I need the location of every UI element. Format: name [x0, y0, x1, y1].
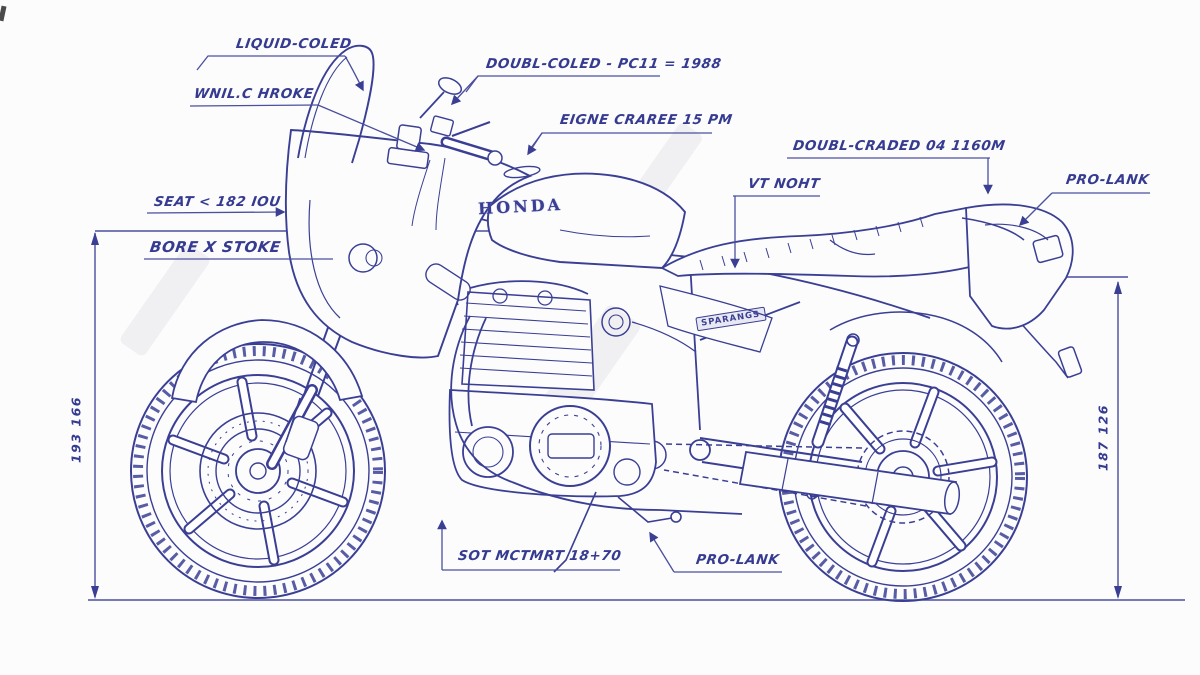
turn-signal [348, 243, 378, 273]
dimension-right: 187 126 [1095, 403, 1111, 472]
windscreen [297, 44, 375, 164]
fuel-tank [487, 165, 687, 269]
seat-stitching [699, 216, 924, 271]
grab-rail [961, 217, 1025, 241]
cables [411, 159, 431, 227]
front-fender [170, 319, 364, 443]
fairing [284, 129, 533, 359]
rear-fender [829, 299, 1083, 379]
side-panel [659, 285, 773, 353]
front-tire-tread [133, 346, 383, 596]
label-seat: SEAT < 182 IOU [152, 194, 282, 210]
label-liquid-cooled: LIQUID-COLED [234, 36, 353, 52]
alternator-cover [462, 426, 514, 478]
cam-cover [469, 280, 589, 295]
shock-spring-coils [818, 366, 848, 430]
brake-lever [451, 121, 491, 137]
oil-filter [613, 458, 641, 486]
rear-tire-tread [781, 355, 1025, 599]
label-pro-lank-bottom: PRO-LANK [694, 552, 781, 568]
callout-lines [144, 55, 1150, 573]
label-sot-mctmrt: SOT MCTMRT 18+70 [456, 548, 623, 564]
rear-shock [811, 333, 860, 449]
label-doubl-coled: DOUBL-COLED - PC11 = 1988 [484, 56, 723, 72]
label-wnil-hroke: WNIL.C HROKE [192, 86, 315, 102]
engine [448, 280, 657, 498]
fairing-vent [425, 263, 471, 301]
grip-end [487, 150, 503, 166]
side-stand [553, 491, 597, 573]
label-eigne-craree: EIGNE CRAREE 15 PM [558, 112, 734, 128]
mirror [437, 77, 463, 95]
dimension-arrows [91, 232, 1122, 599]
mirror-stalk [419, 91, 445, 119]
cylinder-fins [459, 302, 593, 377]
seat [660, 206, 1000, 278]
tail-cowl [961, 203, 1074, 330]
taillight [1032, 234, 1064, 264]
fuel-cap [503, 165, 541, 179]
dimension-left: 193 166 [68, 395, 84, 464]
label-pro-lank-top: PRO-LANK [1064, 172, 1151, 188]
label-doubl-craded: DOUBL-CRADED 04 1160M [791, 138, 1007, 154]
mudflap [1057, 346, 1083, 378]
label-vt-noht: VT NOHT [746, 176, 821, 192]
label-bore-stoke: BORE X STOKE [148, 238, 283, 256]
brake-disc [199, 412, 317, 530]
foot-controls [553, 491, 682, 573]
carburetor [601, 307, 631, 337]
